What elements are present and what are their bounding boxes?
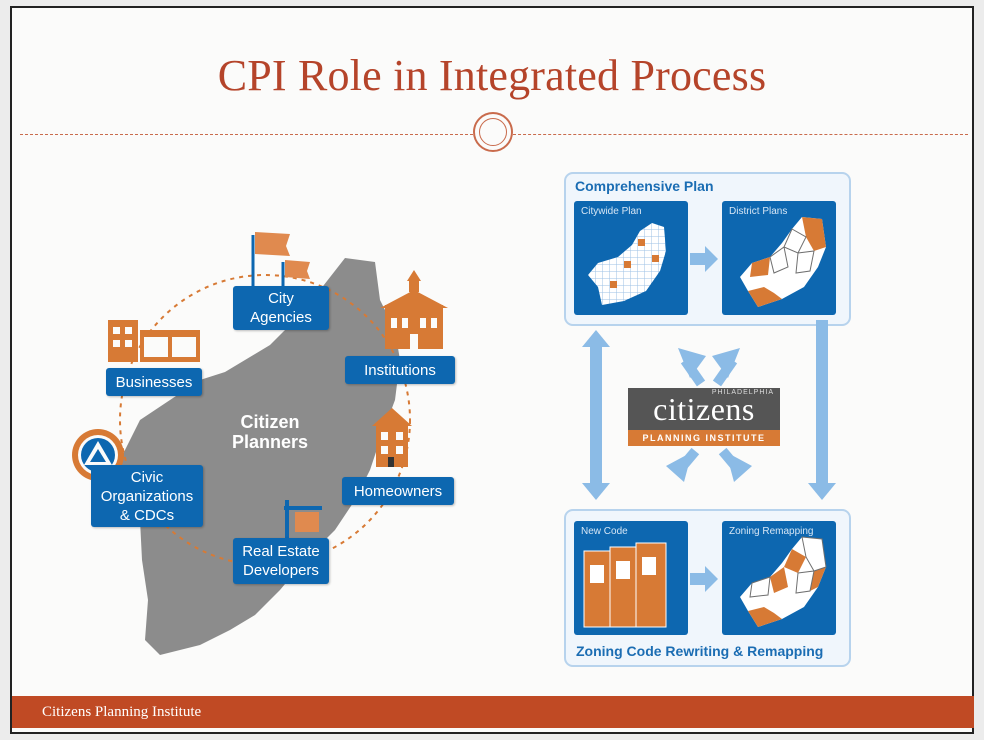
logo-subtitle: PLANNING INSTITUTE — [628, 430, 780, 446]
title-divider-ornament — [473, 112, 513, 152]
flow-arrows — [582, 246, 836, 592]
arrow-down-left-icon — [666, 447, 700, 482]
zoning-code-rewriting-title: Zoning Code Rewriting & Remapping — [576, 643, 824, 659]
double-vertical-arrow-icon — [582, 330, 610, 500]
district-plans-label: District Plans — [729, 206, 788, 217]
arrow-right-icon — [690, 566, 718, 592]
philadelphia-map-silhouette — [120, 258, 400, 655]
zoning-remapping-tile: Zoning Remapping — [722, 521, 836, 635]
citizen-planners-label: Citizen Planners — [231, 412, 309, 452]
zoning-map-icon — [740, 536, 827, 627]
zoning-remapping-label: Zoning Remapping — [729, 526, 814, 537]
institutions-label: Institutions — [345, 356, 455, 384]
district-plans-tile: District Plans — [722, 201, 836, 315]
title-divider-left — [20, 134, 473, 135]
arrow-up-right-icon — [712, 348, 740, 387]
city-agencies-label: City Agencies — [233, 286, 329, 330]
footer-bar: Citizens Planning Institute — [12, 696, 974, 728]
real-estate-developers-label: Real Estate Developers — [233, 538, 329, 584]
arrow-down-icon — [808, 320, 836, 500]
flags-icon — [251, 232, 310, 290]
logo-wordmark: citizens — [628, 388, 780, 430]
binders-icon — [583, 542, 667, 628]
slide-title: CPI Role in Integrated Process — [217, 51, 767, 100]
comprehensive-plan-title: Comprehensive Plan — [575, 178, 714, 194]
homeowners-label: Homeowners — [342, 477, 454, 505]
new-code-label: New Code — [581, 526, 628, 537]
title-divider-right — [513, 134, 968, 135]
institution-building-icon — [380, 270, 448, 349]
citywide-plan-tile: Citywide Plan — [574, 201, 688, 315]
logo-city: PHILADELPHIA — [711, 389, 774, 396]
businesses-label: Businesses — [106, 368, 202, 396]
civic-organizations-label: Civic Organizations & CDCs — [91, 465, 203, 527]
district-map-icon — [740, 217, 826, 307]
house-icon — [372, 408, 412, 467]
citywide-grid-map-icon — [588, 223, 666, 305]
real-estate-sign-icon — [284, 500, 322, 545]
arrow-up-left-icon — [678, 348, 706, 387]
citizens-planning-institute-logo: citizens PHILADELPHIA PLANNING INSTITUTE — [628, 388, 780, 448]
storefront-icon — [108, 320, 200, 362]
citywide-plan-label: Citywide Plan — [581, 206, 642, 217]
arrow-down-right-icon — [718, 447, 752, 482]
new-code-tile: New Code — [574, 521, 688, 635]
arrow-right-icon — [690, 246, 718, 272]
